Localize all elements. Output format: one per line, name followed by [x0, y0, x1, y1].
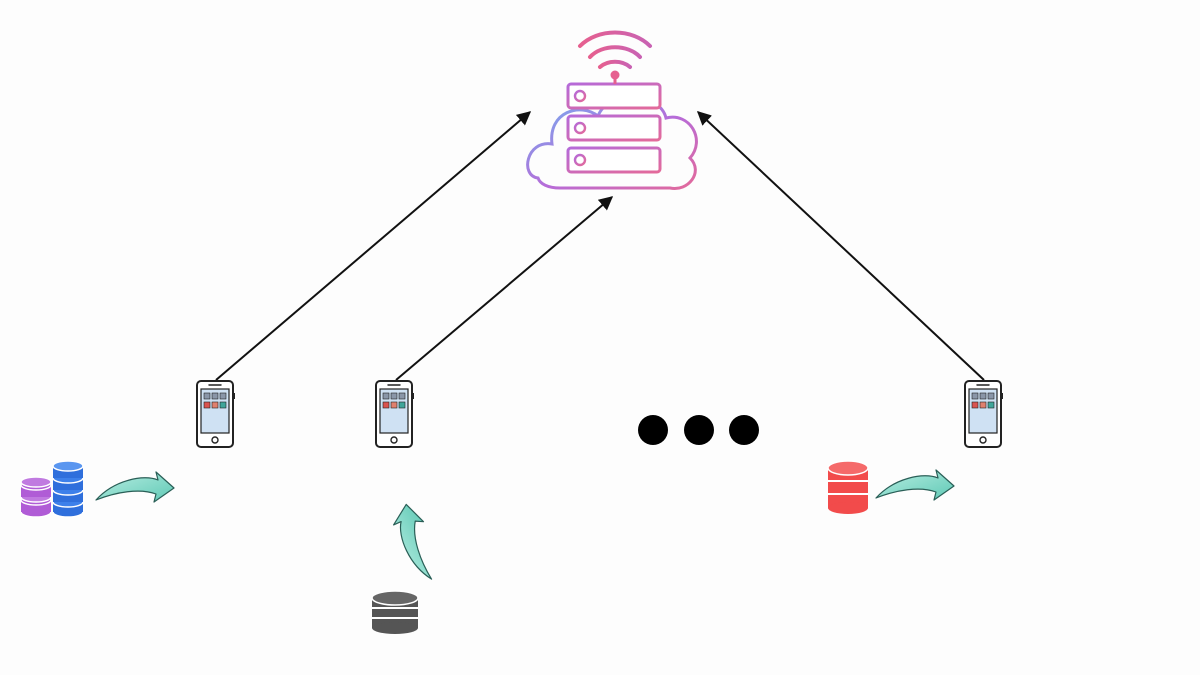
data-arrow-client-1 [95, 471, 175, 503]
wifi-icon [578, 30, 652, 69]
upload-arrow-2 [395, 196, 614, 381]
cloud-server-wifi-icon [526, 30, 698, 190]
smartphone-icon-client-n [964, 380, 1004, 448]
smartphone-icon-client-1 [196, 380, 236, 448]
data-arrow-client-n [875, 469, 955, 501]
data-arrow-client-2 [389, 501, 435, 585]
database-icon-client-2 [371, 590, 419, 634]
database-stack-icon-client-1 [20, 460, 84, 518]
upload-arrow-1 [215, 111, 532, 381]
database-icon-client-n [827, 460, 869, 514]
upload-arrow-n [696, 111, 985, 381]
smartphone-icon-client-2 [375, 380, 415, 448]
ellipsis-dots-icon [638, 415, 759, 445]
